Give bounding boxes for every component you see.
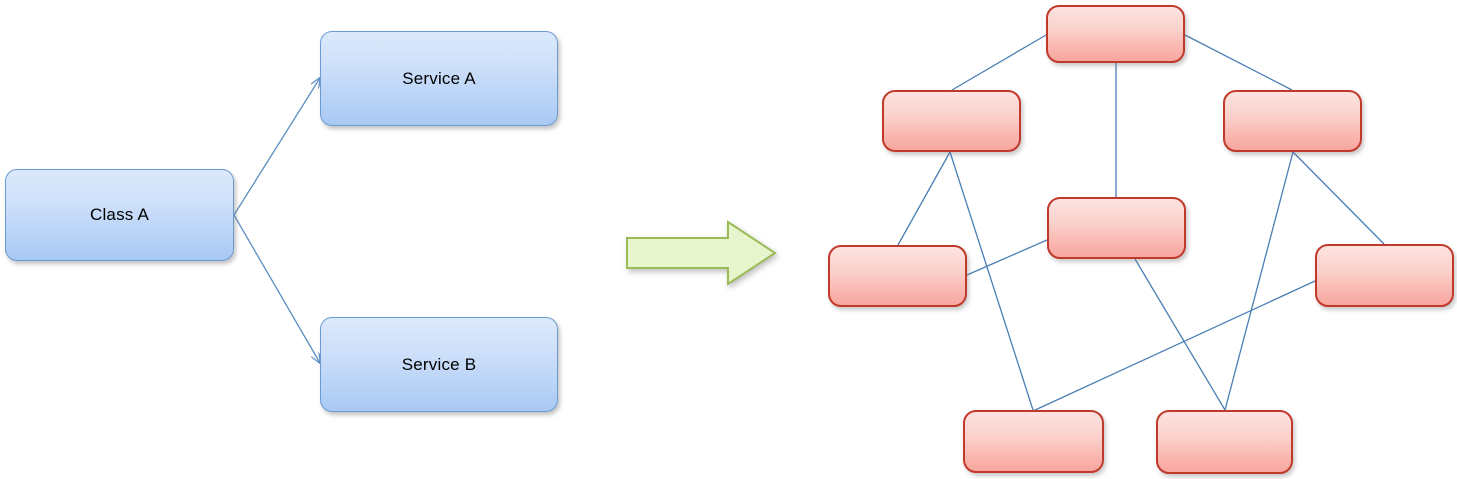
node-mid-left[interactable] <box>828 245 967 307</box>
node-service-b-label: Service B <box>401 354 477 374</box>
right-arrow-icon <box>626 220 777 286</box>
edge-upper-left-to-mid-left <box>897 151 951 246</box>
edge-root-to-upper-left <box>951 34 1047 91</box>
node-mid-right[interactable] <box>1315 244 1454 307</box>
edge-mid-left-to-center <box>966 239 1048 276</box>
node-upper-left[interactable] <box>882 90 1021 152</box>
node-bottom-left[interactable] <box>963 410 1104 473</box>
node-center[interactable] <box>1047 197 1186 259</box>
edge-upper-right-to-bottom-right <box>1224 151 1294 411</box>
node-root[interactable] <box>1046 5 1185 63</box>
node-class-a[interactable]: Class A <box>5 169 234 261</box>
node-upper-right[interactable] <box>1223 90 1362 152</box>
node-class-a-label: Class A <box>89 205 150 224</box>
edge-mid-right-to-bottom-left <box>1032 280 1316 412</box>
edge-center-to-bottom-right <box>1134 258 1226 411</box>
node-service-b[interactable]: Service B <box>320 317 558 412</box>
edge-root-to-upper-right <box>1184 34 1293 91</box>
edge-class-a-to-service-b <box>233 214 320 363</box>
edge-upper-right-to-mid-right <box>1292 151 1385 245</box>
node-service-a-label: Service A <box>402 68 476 88</box>
edge-class-a-to-service-a <box>233 78 320 216</box>
node-bottom-right[interactable] <box>1156 410 1293 474</box>
node-service-a[interactable]: Service A <box>320 31 558 126</box>
